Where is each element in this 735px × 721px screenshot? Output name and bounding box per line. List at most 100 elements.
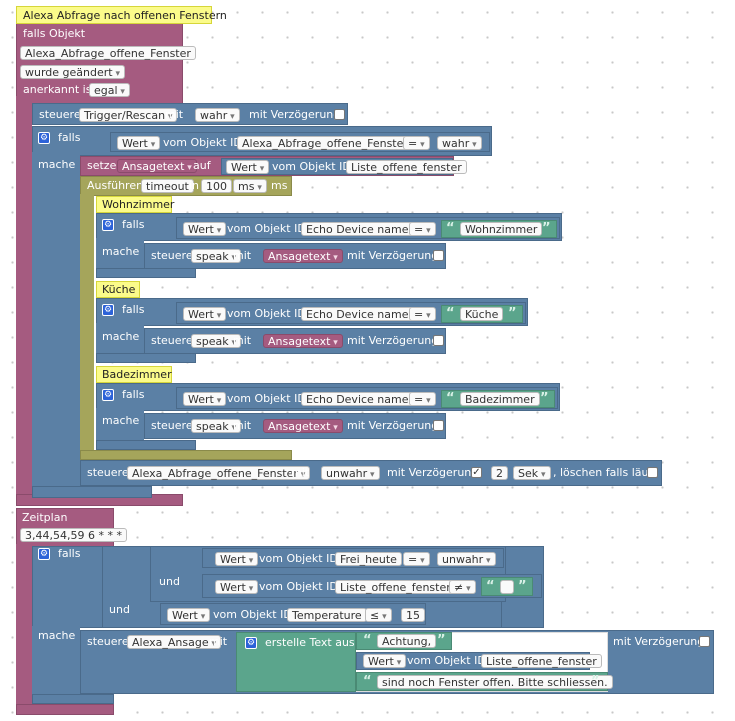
- timeout-block-header[interactable]: Ausführen timeout in 100 ms ms: [80, 176, 292, 196]
- setze-block[interactable]: setze Ansagetext auf Wert vom Objekt ID …: [80, 156, 467, 176]
- trigger-object-field[interactable]: Alexa_Abfrage_offene_Fenster: [20, 46, 196, 60]
- gear-icon[interactable]: ⚙: [38, 132, 50, 144]
- condition-compare-block[interactable]: Wert vom Objekt ID Echo Device name = “ …: [176, 217, 560, 239]
- operator-dropdown[interactable]: =: [403, 552, 430, 566]
- speak-dropdown[interactable]: speak: [191, 419, 241, 433]
- variable-dropdown[interactable]: Ansagetext: [263, 419, 343, 433]
- control-target-dropdown[interactable]: Trigger/Rescan: [79, 108, 178, 122]
- gear-icon[interactable]: ⚙: [102, 389, 114, 401]
- quote-close-icon: ”: [591, 674, 600, 689]
- condition-object-field[interactable]: Frei_heute: [335, 552, 402, 566]
- comment-text: Küche: [102, 283, 136, 296]
- text-literal-field[interactable]: Achtung,: [377, 634, 437, 648]
- condition-object-field[interactable]: Liste_offene_fenster: [335, 580, 456, 594]
- variable-dropdown[interactable]: Ansagetext: [117, 159, 197, 173]
- control-value-dropdown[interactable]: unwahr: [321, 466, 380, 480]
- text-part-value-block[interactable]: Wert vom Objekt ID Liste_offene_fenster: [356, 652, 602, 670]
- operator-dropdown[interactable]: ≠: [449, 580, 476, 594]
- control-target-dropdown[interactable]: Alexa_Ansage: [127, 635, 222, 649]
- condition-compare-block[interactable]: Wert vom Objekt ID Echo Device name = “ …: [176, 387, 558, 409]
- text-object-field[interactable]: Liste_offene_fenster: [481, 654, 602, 668]
- value-dropdown[interactable]: wahr: [437, 136, 482, 150]
- wert-dropdown[interactable]: Wert: [363, 654, 407, 668]
- wert-dropdown[interactable]: Wert: [167, 608, 211, 622]
- condition-object-field[interactable]: Temperature: [287, 608, 367, 622]
- operator-dropdown[interactable]: =: [409, 222, 436, 236]
- operator-dropdown[interactable]: ≤: [365, 608, 392, 622]
- condition-object-field[interactable]: Alexa_Abfrage_offene_Fenster: [237, 136, 413, 150]
- gear-icon[interactable]: ⚙: [102, 219, 114, 231]
- condition-temperature[interactable]: Wert vom Objekt ID Temperature ≤ 15: [160, 603, 426, 625]
- changed-dropdown[interactable]: wurde geändert: [20, 65, 125, 79]
- comment-block-title[interactable]: Alexa Abfrage nach offenen Fenstern: [16, 6, 227, 24]
- wert-dropdown[interactable]: Wert: [183, 222, 227, 236]
- delay-unit-dropdown[interactable]: Sek: [513, 466, 551, 480]
- text-empty-field[interactable]: [500, 580, 514, 594]
- control-target-dropdown[interactable]: Alexa_Abfrage_offene_Fenster: [127, 466, 311, 480]
- operator-dropdown[interactable]: =: [403, 136, 430, 150]
- setze-value-block[interactable]: Wert vom Objekt ID Liste_offene_fenster: [221, 158, 467, 175]
- steuere-label: steuere: [39, 108, 81, 121]
- delay-checkbox[interactable]: [433, 335, 444, 346]
- text-part-achtung[interactable]: “ Achtung, ”: [356, 632, 452, 650]
- timeout-amount-field[interactable]: 100: [201, 179, 232, 193]
- speak-dropdown[interactable]: speak: [191, 249, 241, 263]
- comment-text: Badezimmer: [102, 368, 172, 381]
- text-literal-block[interactable]: “ Wohnzimmer ”: [441, 220, 557, 238]
- wert-dropdown[interactable]: Wert: [215, 552, 259, 566]
- control-value-dropdown[interactable]: wahr: [195, 108, 240, 122]
- text-empty-block[interactable]: “ ”: [481, 577, 533, 596]
- text-join-block[interactable]: ⚙ erstelle Text aus: [236, 632, 356, 692]
- text-literal-block[interactable]: “ Küche ”: [441, 305, 523, 323]
- delay-checkbox[interactable]: [433, 250, 444, 261]
- delay-checkbox[interactable]: [334, 109, 345, 120]
- control-speak-block[interactable]: steuere speak mit Ansagetext mit Verzöge…: [144, 243, 446, 269]
- gear-icon[interactable]: ⚙: [245, 637, 257, 649]
- value-dropdown[interactable]: unwahr: [437, 552, 496, 566]
- wert-dropdown[interactable]: Wert: [215, 580, 259, 594]
- control-speak-block[interactable]: steuere speak mit Ansagetext mit Verzöge…: [144, 328, 446, 354]
- wert-dropdown[interactable]: Wert: [117, 136, 161, 150]
- control-trigger-rescan-block[interactable]: steuere Trigger/Rescan mit wahr mit Verz…: [32, 103, 348, 125]
- speak-dropdown[interactable]: speak: [191, 334, 241, 348]
- text-literal-block[interactable]: “ Badezimmer ”: [441, 390, 555, 408]
- text-literal-field[interactable]: Küche: [460, 307, 504, 321]
- timeout-name-field[interactable]: timeout: [141, 179, 194, 193]
- comment-room-badezimmer[interactable]: Badezimmer: [96, 366, 172, 383]
- delay-checkbox[interactable]: [699, 636, 710, 647]
- variable-dropdown[interactable]: Ansagetext: [263, 249, 343, 263]
- clear-checkbox[interactable]: [647, 467, 658, 478]
- text-literal-field[interactable]: Badezimmer: [460, 392, 540, 406]
- wert-dropdown[interactable]: Wert: [183, 392, 227, 406]
- variable-dropdown[interactable]: Ansagetext: [263, 334, 343, 348]
- control-reset-block[interactable]: steuere Alexa_Abfrage_offene_Fenster mit…: [80, 460, 662, 486]
- operator-dropdown[interactable]: =: [409, 392, 436, 406]
- delay-checkbox[interactable]: ✓: [471, 467, 482, 478]
- condition-object-field[interactable]: Echo Device name: [301, 392, 414, 406]
- text-literal-field[interactable]: Wohnzimmer: [460, 222, 543, 236]
- timeout-unit-dropdown[interactable]: ms: [233, 179, 267, 193]
- wert-dropdown[interactable]: Wert: [226, 160, 270, 174]
- text-part-closing[interactable]: “ sind noch Fenster offen. Bitte schlies…: [356, 672, 613, 691]
- condition-liste-offene-fenster[interactable]: Wert vom Objekt ID Liste_offene_fenster …: [202, 574, 542, 598]
- setze-object-field[interactable]: Liste_offene_fenster: [346, 160, 467, 174]
- delay-amount-field[interactable]: 2: [491, 466, 508, 480]
- ack-dropdown[interactable]: egal: [89, 83, 130, 97]
- condition-compare-block[interactable]: Wert vom Objekt ID Echo Device name = “ …: [176, 302, 526, 324]
- text-literal-field[interactable]: sind noch Fenster offen. Bitte schliesse…: [377, 675, 613, 689]
- comment-room-kueche[interactable]: Küche: [96, 281, 140, 298]
- condition-compare-block[interactable]: Wert vom Objekt ID Alexa_Abfrage_offene_…: [110, 132, 490, 152]
- value-field[interactable]: 15: [401, 608, 425, 622]
- condition-object-field[interactable]: Echo Device name: [301, 307, 414, 321]
- condition-object-field[interactable]: Echo Device name: [301, 222, 414, 236]
- comment-room-wohnzimmer[interactable]: Wohnzimmer: [96, 196, 174, 213]
- condition-frei-heute[interactable]: Wert vom Objekt ID Frei_heute = unwahr: [202, 548, 504, 568]
- control-speak-block[interactable]: steuere speak mit Ansagetext mit Verzöge…: [144, 413, 446, 439]
- wert-dropdown[interactable]: Wert: [183, 307, 227, 321]
- gear-icon[interactable]: ⚙: [102, 304, 114, 316]
- operator-dropdown[interactable]: =: [409, 307, 436, 321]
- delay-checkbox[interactable]: [433, 420, 444, 431]
- gear-icon[interactable]: ⚙: [38, 548, 50, 560]
- timeout-unit-suffix: ms: [271, 179, 288, 192]
- cron-field[interactable]: 3,44,54,59 6 * * *: [20, 528, 127, 542]
